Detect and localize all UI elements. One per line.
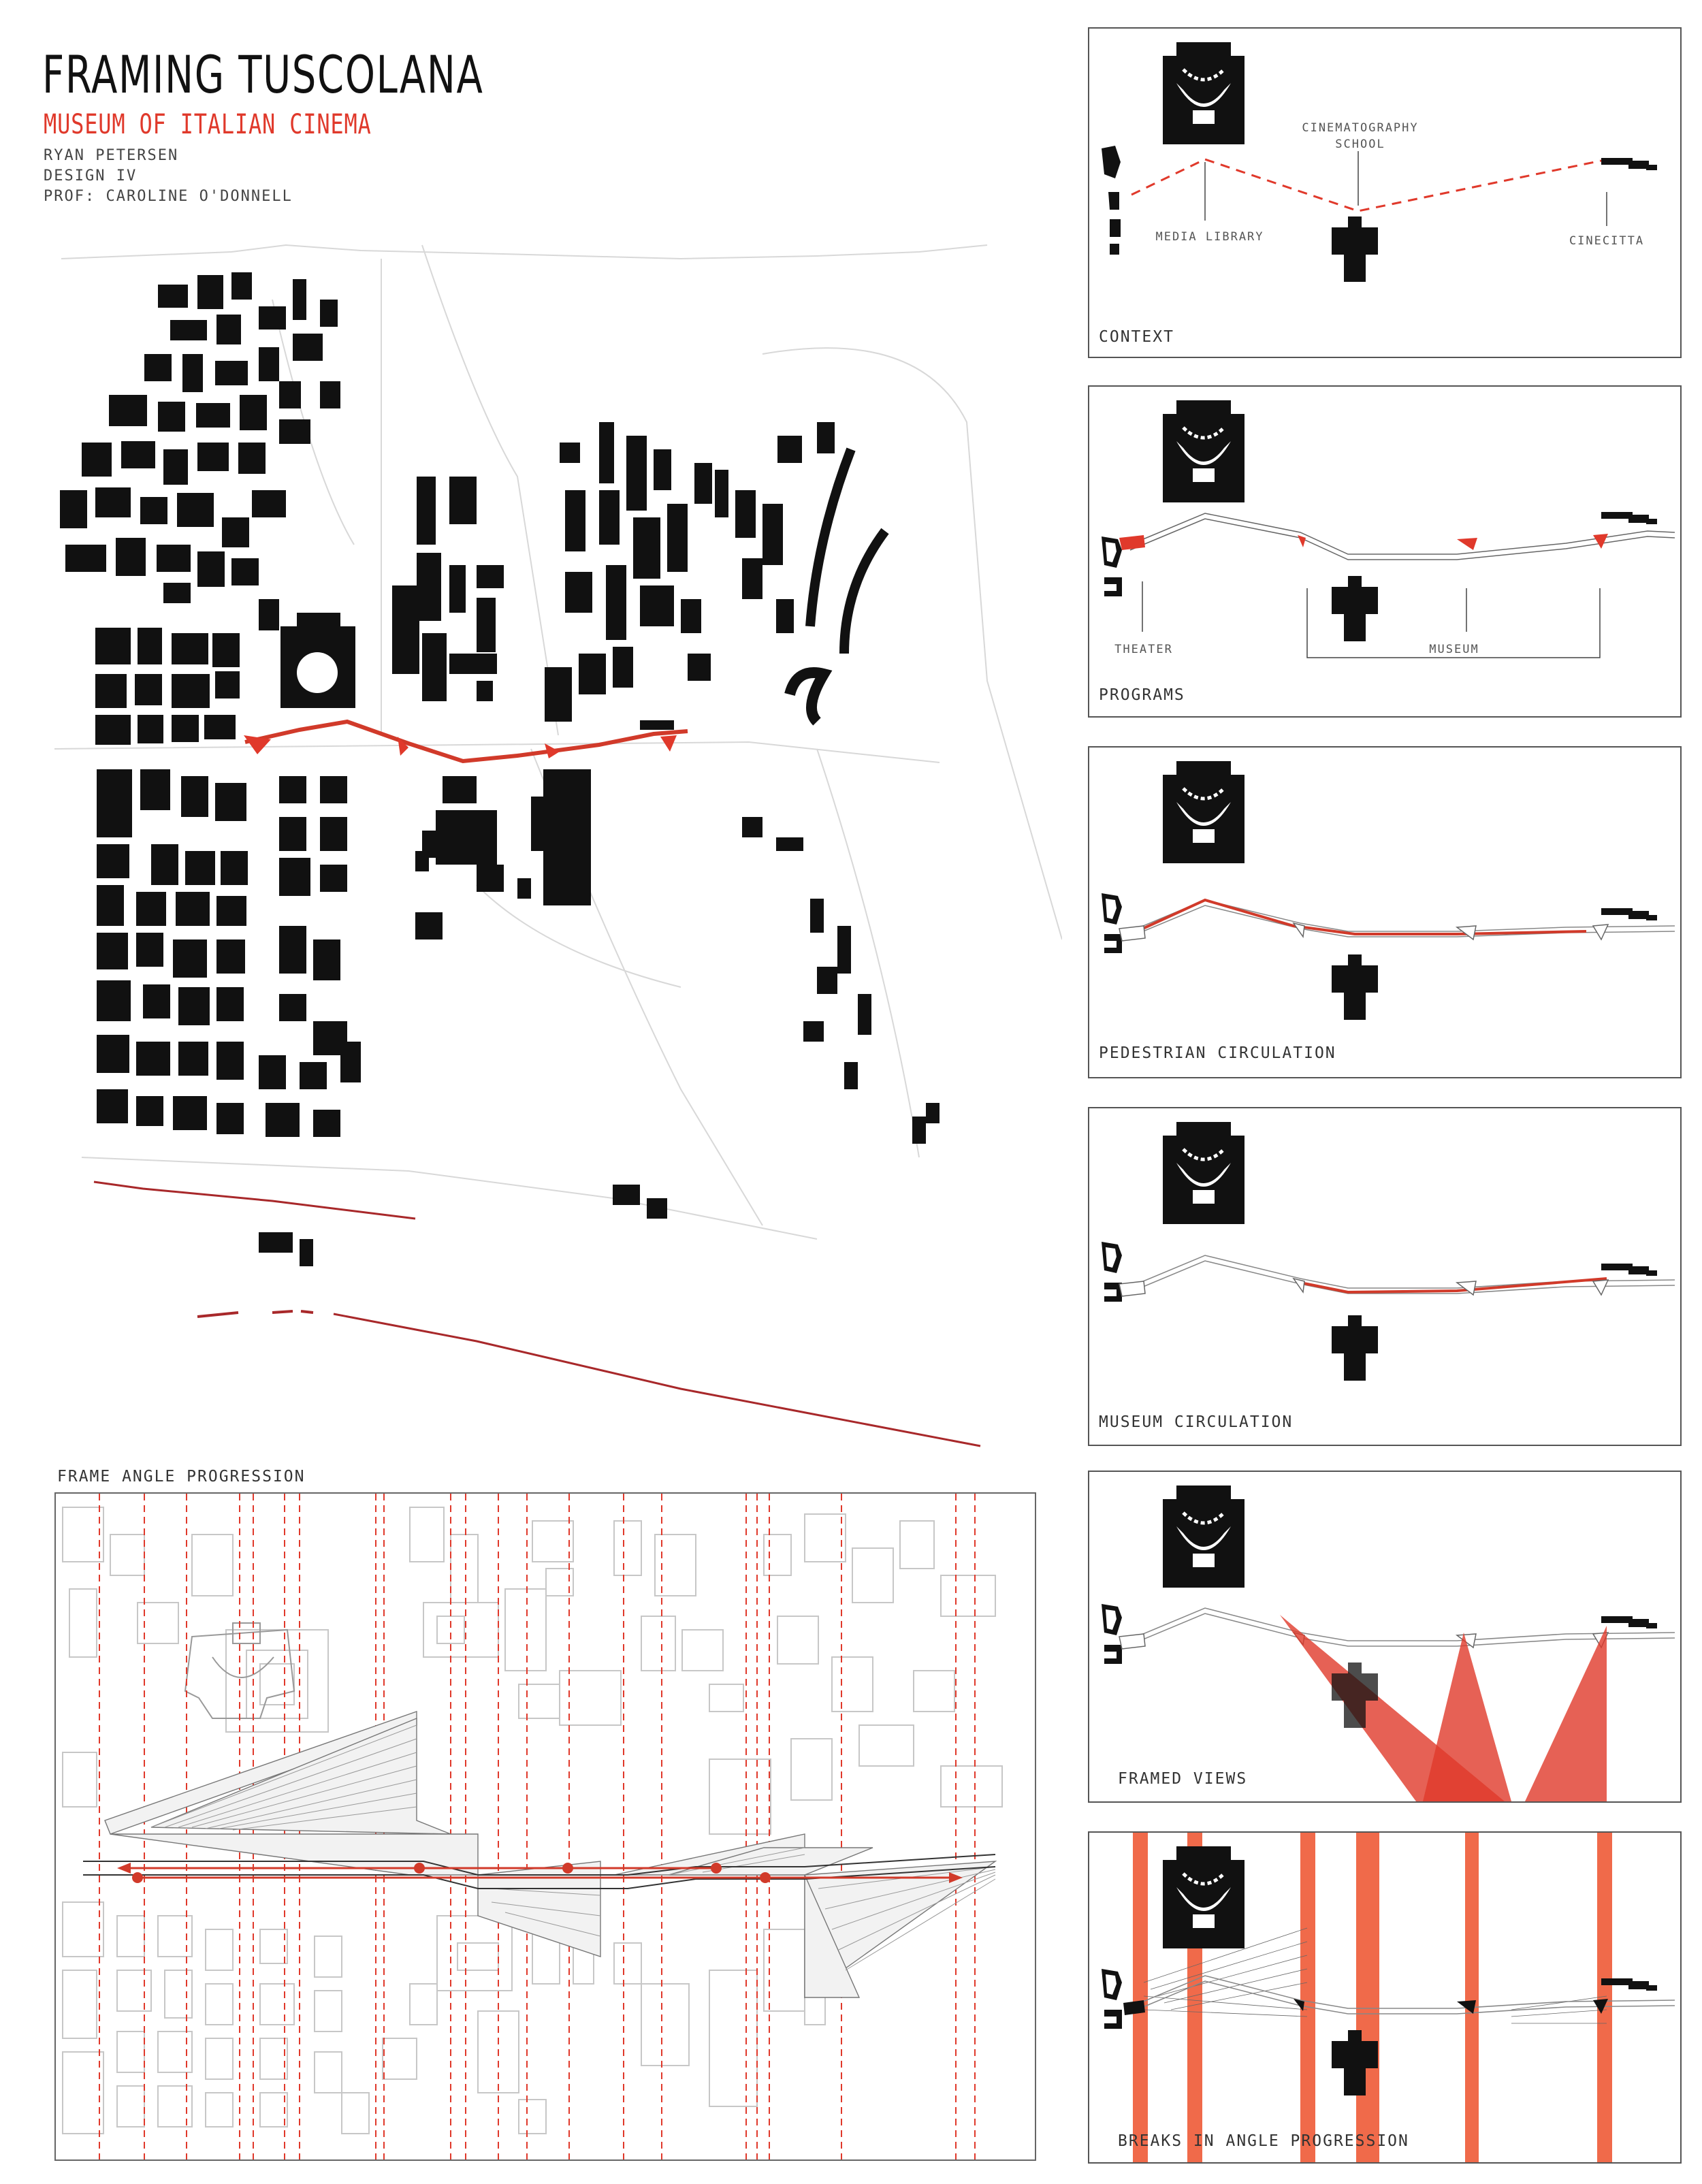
project-route-map — [244, 719, 688, 764]
cinematography-school-label: CINEMATOGRAPHY SCHOOL — [1302, 121, 1419, 151]
curved-housing-northeast — [805, 447, 889, 654]
panel-label-pedestrian: PEDESTRIAN CIRCULATION — [1099, 1044, 1336, 1062]
media-library-glyph — [1102, 146, 1121, 255]
panel-label-framed-views: FRAMED VIEWS — [1118, 1770, 1248, 1788]
angle-guide-lines — [99, 1494, 976, 2159]
media-library-label: MEDIA LIBRARY — [1155, 230, 1264, 244]
theater-glyph — [1163, 42, 1245, 144]
panel-framed-views: FRAMED VIEWS — [1088, 1471, 1682, 1803]
museum-circulation-diagram — [1102, 1108, 1675, 1381]
frame-hatching — [150, 1724, 996, 1971]
theater-building — [259, 599, 355, 708]
route-lines — [83, 1854, 996, 1889]
pedestrian-route-highlight — [1136, 898, 1587, 935]
panel-label-context: CONTEXT — [1099, 328, 1174, 346]
building-blocks-east — [259, 817, 940, 1266]
course-name: DESIGN IV — [44, 167, 138, 184]
panel-label-museum-circulation: MUSEUM CIRCULATION — [1099, 1413, 1294, 1431]
cinecitta-glyph — [1601, 158, 1657, 170]
panel-museum-circulation: MUSEUM CIRCULATION — [1088, 1107, 1682, 1446]
break-hatching — [1143, 1927, 1607, 2024]
panel-programs: THEATER MUSEUM PROGRAMS — [1088, 385, 1682, 718]
framed-view-cones — [1280, 1615, 1607, 1801]
programs-diagram — [1102, 387, 1675, 658]
progression-arrows — [117, 1863, 963, 1883]
page-subtitle: MUSEUM OF ITALIAN CINEMA — [44, 109, 372, 140]
theater-outline — [184, 1622, 295, 1719]
frame-angle-label: FRAME ANGLE PROGRESSION — [57, 1468, 306, 1486]
site-plan-map — [54, 244, 1062, 1447]
frame-angle-diagram — [54, 1492, 1036, 2161]
author-name: RYAN PETERSEN — [44, 147, 179, 164]
page-title: FRAMING TUSCOLANA — [42, 44, 484, 105]
building-blocks-central-north — [392, 422, 835, 722]
panel-breaks: BREAKS IN ANGLE PROGRESSION — [1088, 1831, 1682, 2164]
panel-pedestrian-circulation: PEDESTRIAN CIRCULATION — [1088, 746, 1682, 1078]
building-blocks-northwest — [60, 272, 340, 603]
professor-name: PROF: CAROLINE O'DONNELL — [44, 188, 293, 205]
theater-label: THEATER — [1114, 643, 1173, 656]
rail-lines — [93, 1181, 981, 1447]
panel-label-breaks: BREAKS IN ANGLE PROGRESSION — [1118, 2132, 1409, 2150]
curved-housing-east — [784, 667, 833, 726]
pedestrian-diagram — [1102, 748, 1675, 1020]
panel-label-programs: PROGRAMS — [1099, 686, 1185, 704]
program-markers — [1119, 534, 1608, 550]
building-blocks-central-south — [415, 769, 591, 940]
framed-views-diagram — [1102, 1472, 1675, 1801]
museum-route-highlight — [1300, 1277, 1607, 1294]
museum-label: MUSEUM — [1429, 643, 1479, 656]
frame-angle-plan — [62, 1494, 1003, 2159]
context-diagram — [1102, 29, 1657, 282]
street-lines — [54, 244, 1062, 1240]
cinecitta-label: CINECITTA — [1569, 234, 1645, 248]
building-blocks-west — [95, 628, 240, 745]
building-blocks-southwest — [97, 769, 361, 1137]
school-glyph — [1332, 216, 1378, 282]
panel-context: MEDIA LIBRARY CINEMATOGRAPHY SCHOOL CINE… — [1088, 27, 1682, 358]
breaks-diagram — [1102, 1833, 1675, 2162]
program-leaders — [1142, 581, 1601, 658]
frame-wedges — [104, 1711, 997, 1999]
programs-route — [1129, 513, 1675, 560]
context-connection-line — [1131, 158, 1602, 212]
